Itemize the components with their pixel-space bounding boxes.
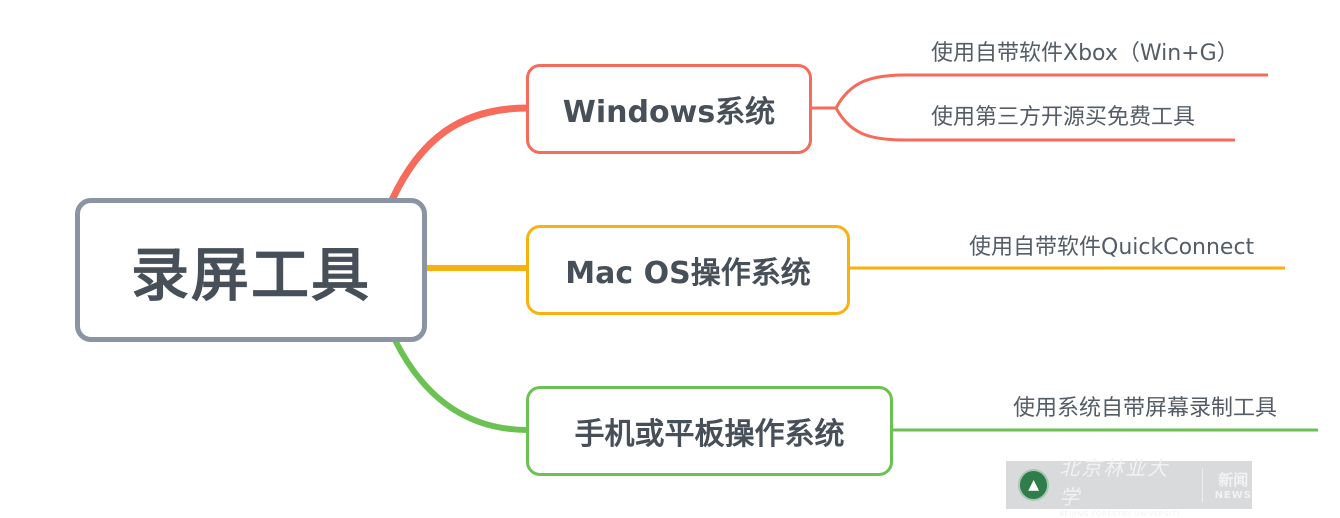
university-seal-icon: ▲ [1018,469,1050,501]
leaf-mobile-builtin[interactable]: 使用系统自带屏幕录制工具 [1013,396,1278,421]
branch-windows[interactable]: Windows系统 [526,64,812,154]
connector-windows-leaf-2 [834,107,1235,142]
branch-mac[interactable]: Mac OS操作系统 [526,225,850,315]
leaf-windows-third-party[interactable]: 使用第三方开源买免费工具 [931,105,1196,130]
watermark-divider [1201,468,1203,502]
watermark-name-en: BEIJING FORESTRY UNIVERSITY [1059,510,1182,518]
root-topic-label: 录屏工具 [130,241,371,309]
watermark-section: 新闻 NEWS [1215,469,1252,501]
branch-mobile-label: 手机或平板操作系统 [574,417,845,452]
branch-windows-label: Windows系统 [562,95,776,130]
watermark-name-cn: 北京林业大学 [1059,456,1170,509]
watermark-name: 北京林业大学 BEIJING FORESTRY UNIVERSITY [1059,452,1187,518]
leaf-windows-xbox[interactable]: 使用自带软件Xbox（Win+G） [931,41,1239,66]
connector-root-mobile [392,337,531,433]
root-topic[interactable]: 录屏工具 [75,198,427,342]
leaf-mac-quickconnect[interactable]: 使用自带软件QuickConnect [969,235,1255,260]
watermark-section-en: NEWS [1214,490,1252,501]
watermark-logo: ▲ 北京林业大学 BEIJING FORESTRY UNIVERSITY 新闻 … [1006,456,1252,518]
watermark-section-cn: 新闻 [1218,471,1249,489]
connector-windows-leaf-1 [834,73,1268,109]
branch-mac-label: Mac OS操作系统 [565,256,811,291]
connector-root-windows [388,104,532,204]
branch-mobile[interactable]: 手机或平板操作系统 [526,386,893,476]
